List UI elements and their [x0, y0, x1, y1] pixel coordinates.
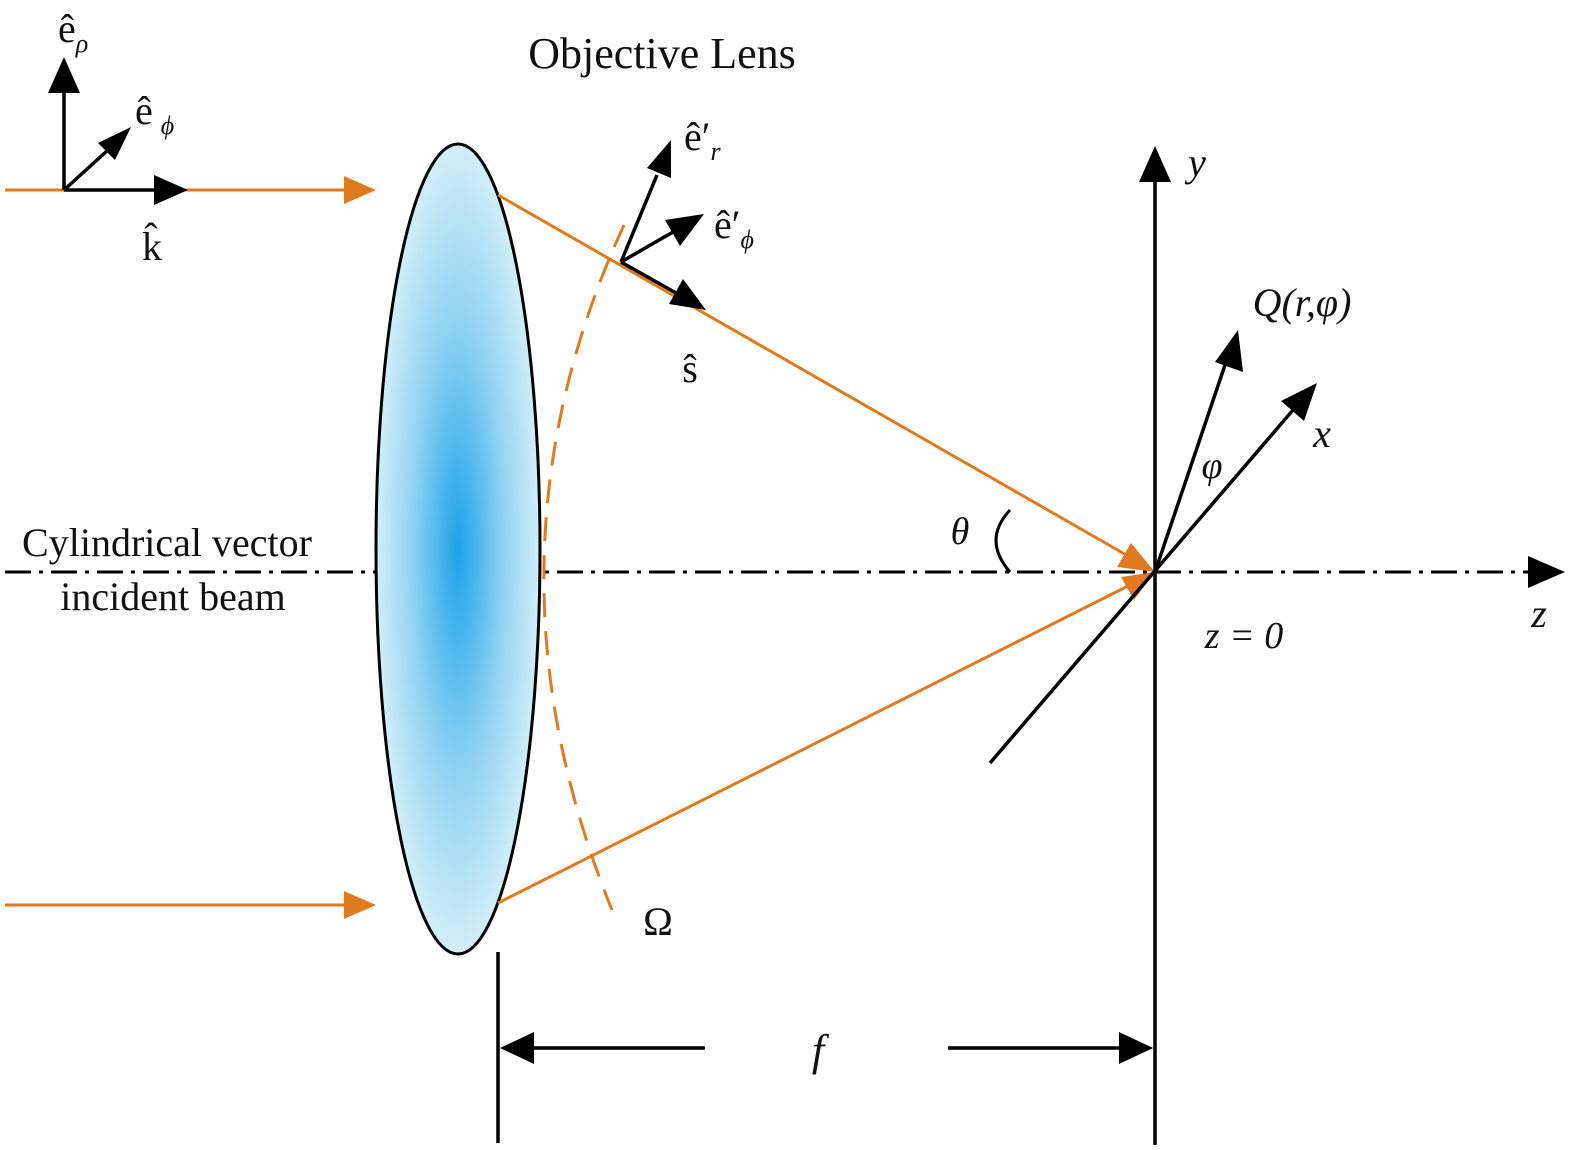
incident-ray-bottom-arrowhead: [344, 891, 376, 919]
z-axis-arrowhead: [1528, 556, 1565, 588]
x-axis: [988, 408, 1295, 765]
y-axis-label: y: [1184, 140, 1206, 185]
focal-plane-label: z = 0: [1204, 615, 1283, 657]
z-axis-label: z: [1530, 591, 1547, 636]
refracted-basis: [619, 140, 706, 310]
focal-length-label: f: [812, 1026, 830, 1075]
y-axis-arrowhead: [1139, 146, 1171, 182]
observation-vector-arrowhead: [1215, 330, 1243, 372]
title-objective-lens: Objective Lens: [528, 29, 796, 78]
e-phi-prime-label: ê′ϕ: [714, 202, 754, 254]
x-axis-label: x: [1312, 411, 1331, 456]
focal-dim-right-arrowhead: [1119, 1032, 1153, 1064]
observation-vector-q: [1153, 364, 1227, 573]
beam-label-line1: Cylindrical vector: [22, 520, 312, 565]
incident-basis: [48, 57, 188, 205]
focal-dim-left-arrowhead: [500, 1032, 534, 1064]
s-hat-label: ŝ: [682, 346, 698, 391]
objective-lens: [374, 142, 542, 956]
x-axis-arrowhead: [1281, 383, 1317, 421]
omega-label: Ω: [643, 899, 673, 944]
phi-angle-label: φ: [1201, 445, 1222, 487]
refracted-ray-top: [497, 193, 1129, 558]
reference-sphere-omega: [542, 224, 626, 911]
theta-angle-arc: [994, 508, 1012, 573]
refracted-ray-top-arrowhead: [1117, 543, 1155, 572]
point-q-label: Q(r,φ): [1253, 280, 1352, 325]
e-r-prime-label: ê′r: [684, 114, 722, 166]
k-hat-label: k̂: [142, 223, 162, 269]
refracted-ray-bottom: [497, 584, 1129, 905]
incident-ray-top-arrowhead: [344, 176, 376, 204]
theta-label: θ: [951, 511, 970, 553]
e-rho-label: êρ: [58, 6, 88, 58]
beam-label-line2: incident beam: [60, 574, 285, 619]
